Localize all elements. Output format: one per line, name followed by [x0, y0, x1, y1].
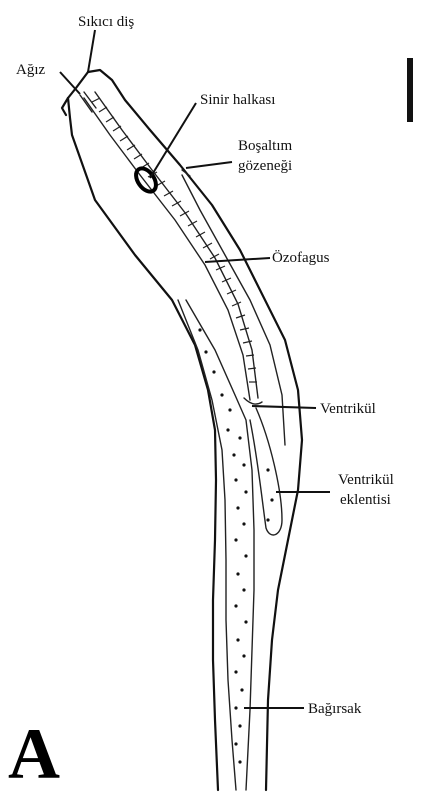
- label-agiz: Ağız: [16, 62, 46, 78]
- body-outline-right: [88, 70, 302, 790]
- intestine-outline-right: [186, 300, 254, 790]
- label-ventrikul: Ventrikül: [320, 401, 376, 417]
- label-bagirsak: Bağırsak: [308, 701, 362, 717]
- leader-sikici-dis: [88, 30, 95, 72]
- esophagus-outline-a: [84, 98, 250, 400]
- label-sikici-dis: Sıkıcı diş: [78, 14, 134, 30]
- leader-bosaltim: [186, 162, 232, 168]
- label-bosaltim-line1: Boşaltım: [238, 138, 293, 154]
- panel-letter: A: [8, 714, 60, 794]
- stylet: [80, 92, 96, 112]
- leader-ventrikul: [252, 406, 316, 408]
- intestine-outline-left: [178, 300, 236, 790]
- label-sinir-halkasi: Sinir halkası: [200, 92, 275, 108]
- label-bosaltim-line2: gözeneği: [238, 158, 292, 174]
- leader-agiz: [60, 72, 80, 94]
- ventricular-appendage: [250, 408, 282, 535]
- esophagus-outline-b: [95, 92, 258, 398]
- ventricle: [244, 398, 262, 404]
- esophagus-striations: [92, 98, 257, 382]
- label-ozofagus: Özofagus: [272, 249, 330, 266]
- label-ventrikul-eklentisi-line2: eklentisi: [340, 492, 391, 508]
- label-ventrikul-eklentisi-line1: Ventrikül: [338, 472, 394, 488]
